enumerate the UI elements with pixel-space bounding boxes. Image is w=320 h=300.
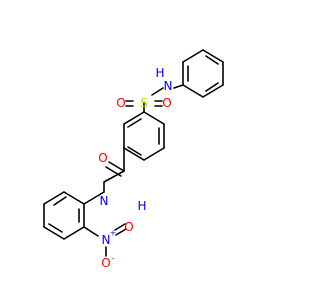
sulfonyl-oxygen-right-label: O [162,96,171,110]
nitrophenyl-ring-bottom [43,191,105,240]
nitro-oxygen-bottom-label: O [101,256,110,270]
sulfur-label: S [140,96,148,110]
nitro-nitrogen-label: N [102,233,111,247]
chemical-structure-diagram: N H S O O O N H N + O O - [43,49,224,270]
phenyl-ring-top [182,49,224,98]
sulfonamide-nitrogen-label: N [164,79,173,93]
amide-nitrogen-label: N [100,194,109,208]
nitro-group [83,223,127,257]
amide-hydrogen-label: H [137,199,146,213]
nitro-oxygen-charge: - [112,254,115,263]
amide-oxygen-label: O [98,151,107,165]
amide-group [103,147,125,193]
sulfonamide-linker [151,84,184,96]
sulfonamide-hydrogen-label: H [155,66,164,80]
benzene-ring-middle [123,111,165,161]
nitro-nitrogen-charge: + [110,229,117,238]
sulfonyl-group [125,100,163,113]
nitro-oxygen-top-label: O [124,220,133,234]
sulfonyl-oxygen-left-label: O [116,96,125,110]
